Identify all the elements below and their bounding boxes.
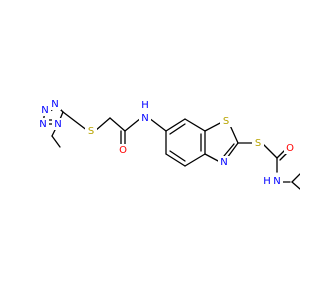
bond (204, 153, 221, 163)
thiazole-sulfur-label: S (223, 116, 229, 127)
molecule-canvas: N N N N S O N H S N S O N (37, 98, 300, 190)
bond (124, 117, 142, 132)
nitrogen-atom-label: N (51, 99, 58, 110)
amide-hydrogen-label: H (141, 100, 149, 111)
amide-nitrogen-label: N (141, 113, 148, 124)
nitrogen-atom-label: N (41, 105, 48, 116)
bond (184, 118, 206, 132)
bond (223, 143, 235, 157)
bond (291, 181, 300, 190)
sulfur-atom-label: S (255, 138, 261, 149)
oxygen-atom-label: O (119, 145, 127, 156)
thiazole-nitrogen-label: N (220, 157, 227, 168)
sulfur-atom-label: S (88, 126, 94, 137)
bond (169, 150, 186, 162)
bond (261, 142, 278, 159)
nitrogen-atom-label: N (39, 119, 46, 130)
atom-labels: N N N N S O N H S N S O N (37, 98, 296, 187)
bond (165, 153, 186, 167)
bond (94, 117, 111, 132)
bond (165, 118, 186, 132)
bond (226, 142, 239, 159)
bond (184, 153, 206, 167)
amide-hydrogen-label: H (263, 176, 271, 187)
bond (169, 123, 186, 135)
bond (291, 173, 300, 183)
molecule-structure: N N N N S O N H S N S O N (37, 98, 300, 190)
bond (51, 135, 61, 148)
bond (62, 111, 89, 132)
bond (109, 117, 126, 132)
nitrogen-atom-label: N (54, 119, 61, 130)
amide-nitrogen-label: N (273, 176, 280, 187)
bond (148, 117, 167, 132)
oxygen-atom-label: O (286, 143, 294, 154)
